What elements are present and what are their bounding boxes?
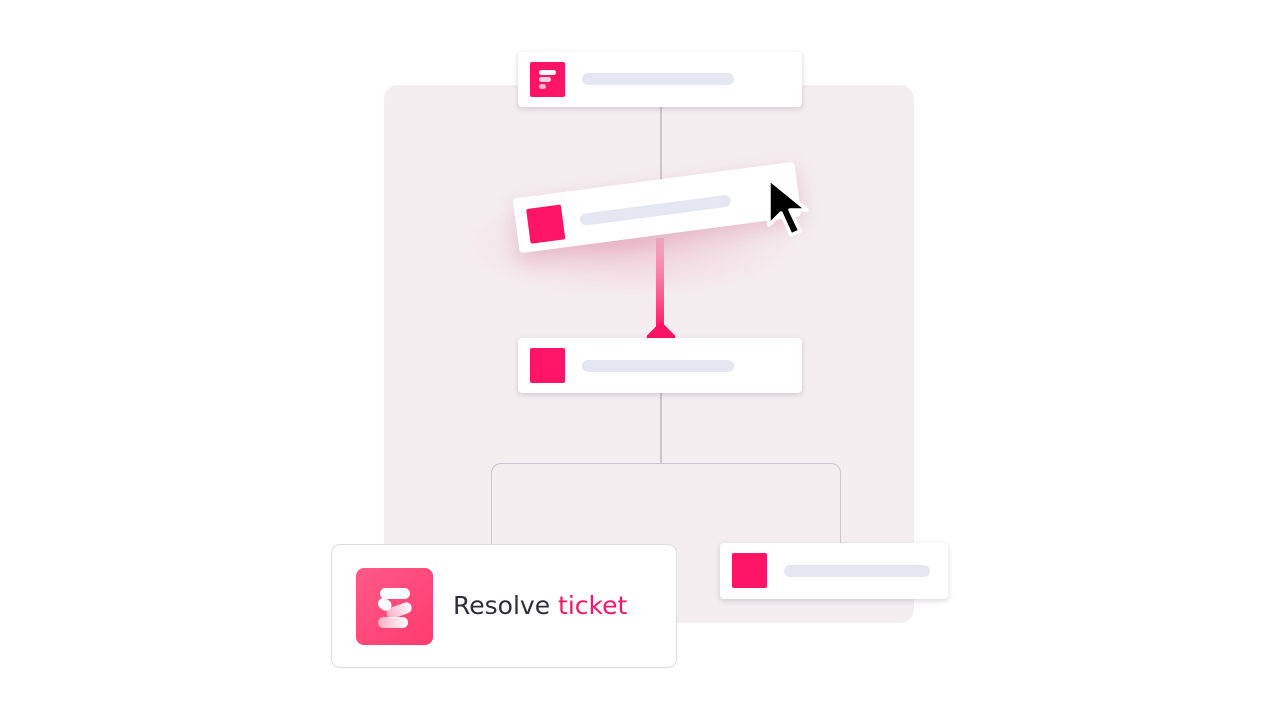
- pink-square-icon: [530, 348, 565, 383]
- connector-middle-down: [660, 392, 662, 464]
- connector-trigger-to-dragged: [660, 106, 662, 201]
- resolve-label-accent: ticket: [558, 591, 628, 620]
- node-label-placeholder: [579, 194, 732, 227]
- resolve-ticket-label: Resolve ticket: [453, 591, 627, 621]
- resolve-logo-icon: [356, 568, 433, 645]
- pink-square-icon: [526, 204, 566, 244]
- resolve-ticket-card[interactable]: Resolve ticket: [331, 544, 677, 668]
- node-label-placeholder: [784, 565, 930, 577]
- node-label-placeholder: [582, 73, 734, 85]
- node-label-placeholder: [582, 360, 734, 372]
- pink-square-icon: [732, 553, 767, 588]
- mouse-pointer-icon: [765, 175, 825, 241]
- workflow-node-middle[interactable]: [518, 338, 802, 393]
- drag-connector: [656, 238, 664, 330]
- workflow-node-branch-right[interactable]: [720, 543, 948, 599]
- resolve-label-main: Resolve: [453, 591, 551, 620]
- connector-branch: [491, 463, 841, 549]
- workflow-node-trigger[interactable]: [518, 52, 802, 107]
- app-logo-icon: [530, 62, 565, 97]
